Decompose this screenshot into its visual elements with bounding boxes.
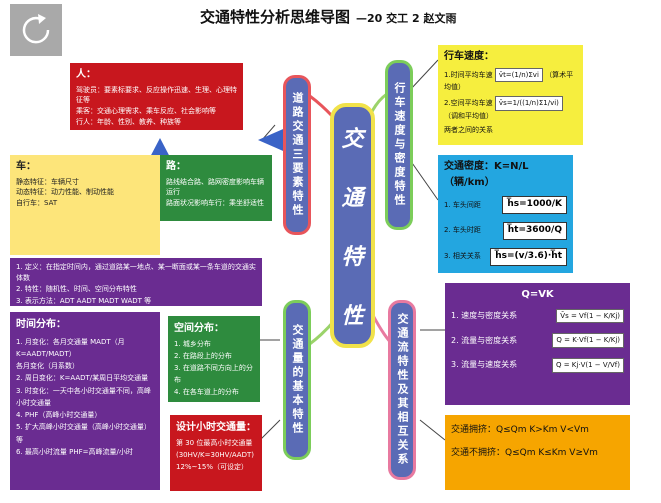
center-node: 交 通 特 性: [330, 103, 375, 348]
space-distribution-box: 空间分布： 1. 城乡分布 2. 在路段上的分布 3. 在道路不同方向上的分布 …: [168, 316, 260, 402]
road-box: 路： 路线结合路、路网密度影响车辆运行 路面状况影响车行：乘坐舒适性: [160, 155, 272, 221]
time-dist-line: 各月变化（月系数）: [16, 362, 79, 370]
design-hour-volume-box: 设计小时交通量： 第 30 位最高小时交通量 (30HV/K=30HV/AADT…: [170, 415, 262, 491]
density-item: 3. 相关关系: [444, 252, 481, 261]
page-title: 交通特性分析思维导图 —20 交工 2 赵文雨: [200, 6, 500, 32]
center-char: 特: [341, 245, 364, 271]
qvk-item: 2. 流量与密度关系: [451, 335, 518, 345]
time-distribution-box: 时间分布： 1. 月变化：各月交通量 MADT（月K=AADT/MADT） 各月…: [10, 312, 160, 490]
time-dist-line: 4. PHF（高峰小时交通量）: [16, 411, 102, 419]
person-line: 行人：年龄、性别、教养、种族等: [76, 118, 181, 127]
design-hour-line: 第 30 位最高小时交通量: [176, 439, 253, 447]
road-line: 路线结合路、路网密度影响车辆运行: [166, 177, 264, 197]
branch-speed-density: 行车速度与密度特性: [385, 60, 413, 230]
space-mean-speed-formula: v̄s=1/((1/n)Σ1/vi): [494, 96, 563, 112]
space-dist-line: 4. 在各车道上的分布: [174, 387, 239, 396]
design-hour-title: 设计小时交通量：: [176, 422, 256, 433]
definition-line: 3. 表示方法：ADT AADT MADT WADT 等: [16, 296, 152, 305]
refresh-icon[interactable]: [10, 4, 62, 56]
author-text: —20 交工 2 赵文雨: [356, 12, 457, 25]
time-dist-line: 2. 周日变化：K=AADT/某周日平均交通量: [16, 374, 149, 383]
person-line: 驾驶员：要素标要求、反应操作迅速、生理、心理特征等: [76, 85, 237, 105]
density-title: 交通密度：K=N/L（辆/km）: [444, 161, 529, 188]
speed-item: 2.空间平均车速: [444, 99, 493, 108]
center-char: 交: [341, 126, 364, 152]
time-dist-line: 1. 月变化：各月交通量 MADT（月K=AADT/MADT）: [16, 337, 125, 358]
flow-state-box: 交通拥挤：Q≤Qm K>Km V<Vm 交通不拥挤：Q≤Qm K≤Km V≥Vm: [445, 415, 630, 490]
vehicle-title: 车：: [16, 161, 36, 172]
congested-line: 交通拥挤：Q≤Qm K>Km V<Vm: [451, 425, 589, 435]
definition-line: 1. 定义：在指定时间内，通过道路某一地点、某一断面或某一条车道的交通实体数: [16, 263, 256, 283]
traffic-volume-definition-box: 1. 定义：在指定时间内，通过道路某一地点、某一断面或某一条车道的交通实体数 2…: [10, 258, 262, 306]
qvk-box: Q=VK 1. 速度与密度关系 V̄s = Vf(1 − K/Kj) 2. 流量…: [445, 283, 630, 405]
branch-road-elements: 道路交通三要素特性: [283, 75, 311, 235]
speed-item: 1.时间平均车速: [444, 70, 493, 79]
time-dist-line: 6. 最高小时流量 PHF=高峰流量/小时: [16, 447, 133, 456]
road-title: 路：: [166, 161, 186, 172]
speed-note: （调和平均值）: [444, 112, 493, 121]
branch-relations: 交通流特性及其相互关系: [388, 300, 416, 480]
qvk-item: 1. 速度与密度关系: [451, 310, 518, 320]
flow-density-formula: Q = K·Vf(1 − K/Kj): [552, 333, 624, 349]
flow-speed-formula: Q = Kj·V(1 − V/Vf): [551, 358, 624, 374]
speed-density-formula: V̄s = Vf(1 − K/Kj): [556, 308, 624, 324]
title-text: 交通特性分析思维导图: [200, 8, 351, 26]
road-line: 路面状况影响车行：乘坐舒适性: [166, 199, 264, 208]
headway-time-formula: h̅t=3600/Q: [502, 221, 567, 240]
time-dist-line: 3. 时变化：一天中各小时交通量不同，高峰小时交通量: [16, 386, 151, 407]
vehicle-line: 静态特征：车辆尺寸: [16, 177, 79, 186]
center-char: 通: [341, 185, 364, 211]
qvk-item: 3. 流量与速度关系: [451, 360, 518, 370]
headway-distance-formula: h̅s=1000/K: [502, 196, 567, 214]
space-dist-line: 3. 在道路不同方向上的分布: [174, 363, 253, 384]
uncongested-line: 交通不拥挤：Q≤Qm K≤Km V≥Vm: [451, 448, 598, 459]
person-line: 乘客：交通心理需求、乘车反应、社会影响等: [76, 107, 216, 116]
speed-note: （算术平均值）: [444, 70, 574, 92]
time-dist-line: 5. 扩大高峰小时交通量（高峰小时交通量）等: [16, 423, 151, 444]
design-hour-line: 12%~15%（可设定）: [176, 462, 248, 471]
qvk-title: Q=VK: [521, 289, 554, 300]
design-hour-line: (30HV/K=30HV/AADT): [176, 450, 254, 459]
speed-title: 行车速度：: [444, 51, 494, 62]
density-item: 1. 车头间距: [444, 200, 481, 209]
speed-tail: 两者之间的关系: [444, 125, 493, 134]
branch-basic-features: 交通量的基本特性: [283, 300, 311, 460]
space-dist-line: 2. 在路段上的分布: [174, 351, 232, 360]
time-dist-title: 时间分布：: [16, 319, 66, 330]
space-dist-line: 1. 城乡分布: [174, 340, 211, 348]
center-char: 性: [341, 304, 364, 330]
space-dist-title: 空间分布：: [174, 323, 224, 334]
person-title: 人：: [76, 69, 96, 80]
headway-relation-formula: h̅s=(v/3.6)·h̅t: [490, 247, 567, 266]
speed-box: 行车速度： 1.时间平均车速 v̄t=(1/n)Σvi （算术平均值） 2.空间…: [438, 45, 583, 145]
vehicle-line: 自行车：SAT: [16, 199, 58, 208]
arrow-left-shape: [258, 126, 290, 154]
person-box: 人： 驾驶员：要素标要求、反应操作迅速、生理、心理特征等 乘客：交通心理需求、乘…: [70, 63, 243, 130]
density-box: 交通密度：K=N/L（辆/km） 1. 车头间距 h̅s=1000/K 2. 车…: [438, 155, 573, 273]
density-item: 2. 车头时距: [444, 226, 481, 235]
vehicle-box: 车： 静态特征：车辆尺寸 动态特征：动力性能、制动性能 自行车：SAT: [10, 155, 160, 255]
vehicle-line: 动态特征：动力性能、制动性能: [16, 188, 114, 197]
definition-line: 2. 特性：随机性、时间、空间分布特性: [16, 285, 137, 294]
time-mean-speed-formula: v̄t=(1/n)Σvi: [494, 67, 543, 83]
